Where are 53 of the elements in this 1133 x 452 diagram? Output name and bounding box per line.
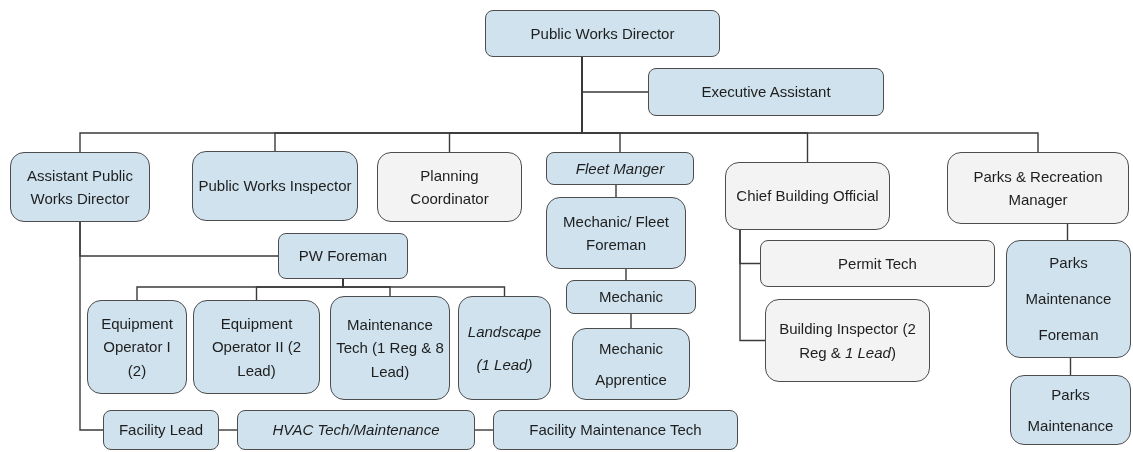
- position-title: Planning Coordinator: [409, 165, 490, 209]
- position-title: Building Inspector (2 Reg & 1 Lead): [778, 319, 917, 363]
- position-title: Parks Maintenance Foreman: [1024, 253, 1113, 345]
- position-title: Facility Lead: [118, 420, 204, 441]
- position-box: [87, 300, 187, 394]
- position-box: [237, 410, 475, 450]
- position-title: HVAC Tech/Maintenance: [272, 420, 440, 441]
- position-box: [278, 233, 408, 279]
- position-title: Mechanic Apprentice: [594, 338, 668, 390]
- connector-line: [630, 313, 632, 329]
- position-title: Fleet Manger: [575, 158, 665, 179]
- position-title: Mechanic/ Fleet Foreman: [562, 211, 670, 255]
- position-box: [566, 280, 696, 314]
- connector-line: [79, 221, 104, 431]
- position-box: [760, 240, 995, 287]
- connector-line: [474, 429, 494, 431]
- position-box: [458, 296, 551, 400]
- position-title: Permit Tech: [838, 253, 917, 274]
- position-title: Parks & Recreation Manager: [972, 166, 1104, 210]
- position-title: Assistant Public Works Director: [26, 165, 134, 209]
- position-title: Public Works Inspector: [198, 176, 352, 197]
- position-title: Public Works Director: [530, 23, 675, 44]
- position-title: Mechanic: [598, 287, 664, 308]
- position-box: [493, 410, 738, 450]
- position-box: [572, 328, 690, 400]
- position-title: Parks Maintenance: [1026, 384, 1115, 436]
- position-box: [648, 68, 884, 116]
- position-box: [546, 197, 686, 269]
- position-box: [1006, 240, 1131, 358]
- position-box: [1010, 375, 1131, 445]
- position-title: Maintenance Tech (1 Reg & 8 Lead): [336, 315, 444, 382]
- connector-line: [625, 268, 627, 281]
- position-box: [725, 162, 890, 230]
- position-box: [765, 299, 930, 382]
- position-title: Equipment Operator II (2 Lead): [210, 314, 303, 381]
- position-box: [485, 10, 720, 57]
- connector-line: [218, 429, 238, 431]
- position-box: [193, 300, 320, 394]
- position-box: [546, 152, 694, 185]
- position-box: [10, 152, 150, 222]
- position-box: [947, 152, 1129, 224]
- position-title: Facility Maintenance Tech: [529, 420, 702, 441]
- position-title: Chief Building Official: [736, 186, 879, 207]
- position-title: Equipment Operator I (2): [100, 314, 174, 381]
- position-box: [192, 151, 358, 221]
- position-title: Landscape (1 Lead): [466, 322, 543, 375]
- connector-line: [739, 229, 766, 342]
- connector-line: [615, 184, 617, 198]
- position-title: Executive Assistant: [701, 82, 831, 103]
- position-title: PW Foreman: [298, 246, 388, 267]
- position-box: [330, 296, 450, 400]
- position-box: [377, 152, 522, 222]
- position-box: [103, 410, 219, 450]
